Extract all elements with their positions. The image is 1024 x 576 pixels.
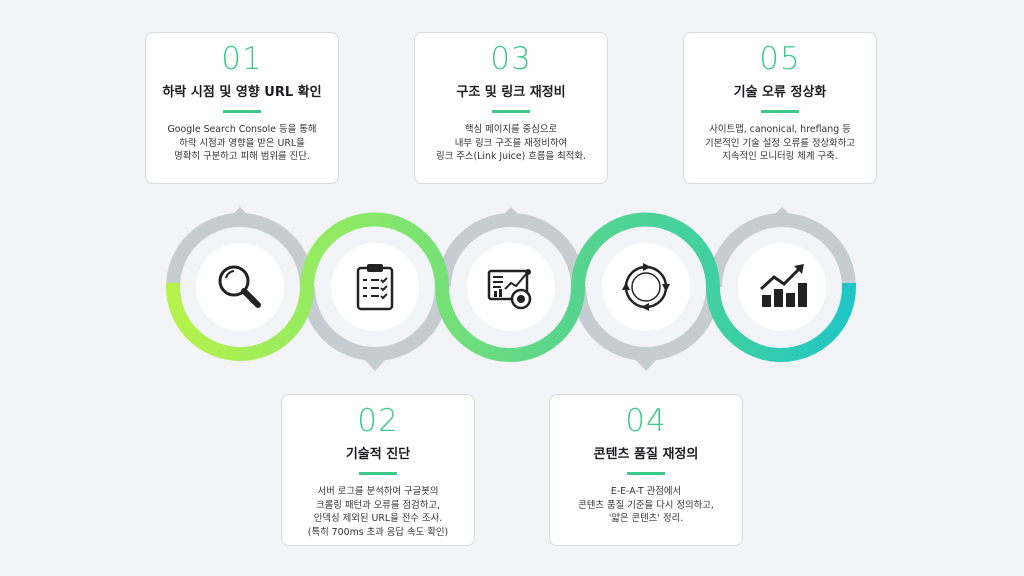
title-underline	[627, 472, 665, 475]
track-ring-02-bottom	[301, 286, 449, 361]
clipboard-checklist-icon	[356, 264, 394, 311]
step-card-05: 05 기술 오류 정상화 사이트맵, canonical, hreflang 등…	[683, 32, 877, 184]
analytics-dashboard-icon	[487, 269, 532, 310]
icon-circle-04	[602, 243, 690, 331]
track-ring-03-top	[437, 213, 585, 288]
step-description: Google Search Console 등을 통해 하락 시점과 영향을 받…	[167, 124, 317, 163]
gradient-wave-path	[166, 212, 856, 362]
step-number: 02	[357, 403, 399, 439]
step-title: 하락 시점 및 영향 URL 확인	[162, 85, 322, 100]
step-card-04: 04 콘텐츠 품질 재정의 E-E-A-T 관점에서 콘텐츠 품질 기준을 다시…	[549, 394, 743, 546]
title-underline	[492, 110, 530, 113]
title-underline	[359, 472, 397, 475]
step-number: 01	[221, 41, 263, 77]
circular-arrows-icon	[622, 263, 670, 311]
icon-circle-05	[738, 243, 826, 331]
step-title: 콘텐츠 품질 재정의	[593, 447, 699, 462]
step-number: 03	[490, 41, 532, 77]
growth-chart-icon	[759, 264, 807, 307]
step-title: 기술적 진단	[345, 447, 411, 462]
track-ring-05-top	[708, 213, 856, 288]
pointer-step-02	[363, 358, 387, 371]
step-description: 서버 로그를 분석하여 구글봇의 크롤링 패턴과 오류를 점검하고, 인덱싱 제…	[307, 486, 449, 538]
step-number: 05	[759, 41, 801, 77]
icon-circle-02	[331, 243, 419, 331]
step-card-01: 01 하락 시점 및 영향 URL 확인 Google Search Conso…	[145, 32, 339, 184]
step-card-02: 02 기술적 진단 서버 로그를 분석하여 구글봇의 크롤링 패턴과 오류를 점…	[281, 394, 475, 546]
title-underline	[223, 110, 261, 113]
step-card-03: 03 구조 및 링크 재정비 핵심 페이지를 중심으로 내부 링크 구조를 재정…	[414, 32, 608, 184]
step-title: 구조 및 링크 재정비	[456, 85, 566, 100]
icon-circle-03	[467, 243, 555, 331]
step-description: 사이트맵, canonical, hreflang 등 기본적인 기술 설정 오…	[705, 124, 855, 163]
step-description: 핵심 페이지를 중심으로 내부 링크 구조를 재정비하여 링크 주스(Link …	[436, 124, 586, 163]
step-title: 기술 오류 정상화	[733, 85, 827, 100]
pointer-step-04	[634, 358, 658, 371]
track-ring-04-bottom	[572, 286, 720, 361]
step-number: 04	[625, 403, 667, 439]
icon-circle-01	[196, 243, 284, 331]
track-ring-01-top	[166, 213, 314, 288]
title-underline	[761, 110, 799, 113]
magnifier-icon	[218, 265, 261, 308]
step-description: E-E-A-T 관점에서 콘텐츠 품질 기준을 다시 정의하고, '얇은 콘텐츠…	[578, 486, 714, 525]
